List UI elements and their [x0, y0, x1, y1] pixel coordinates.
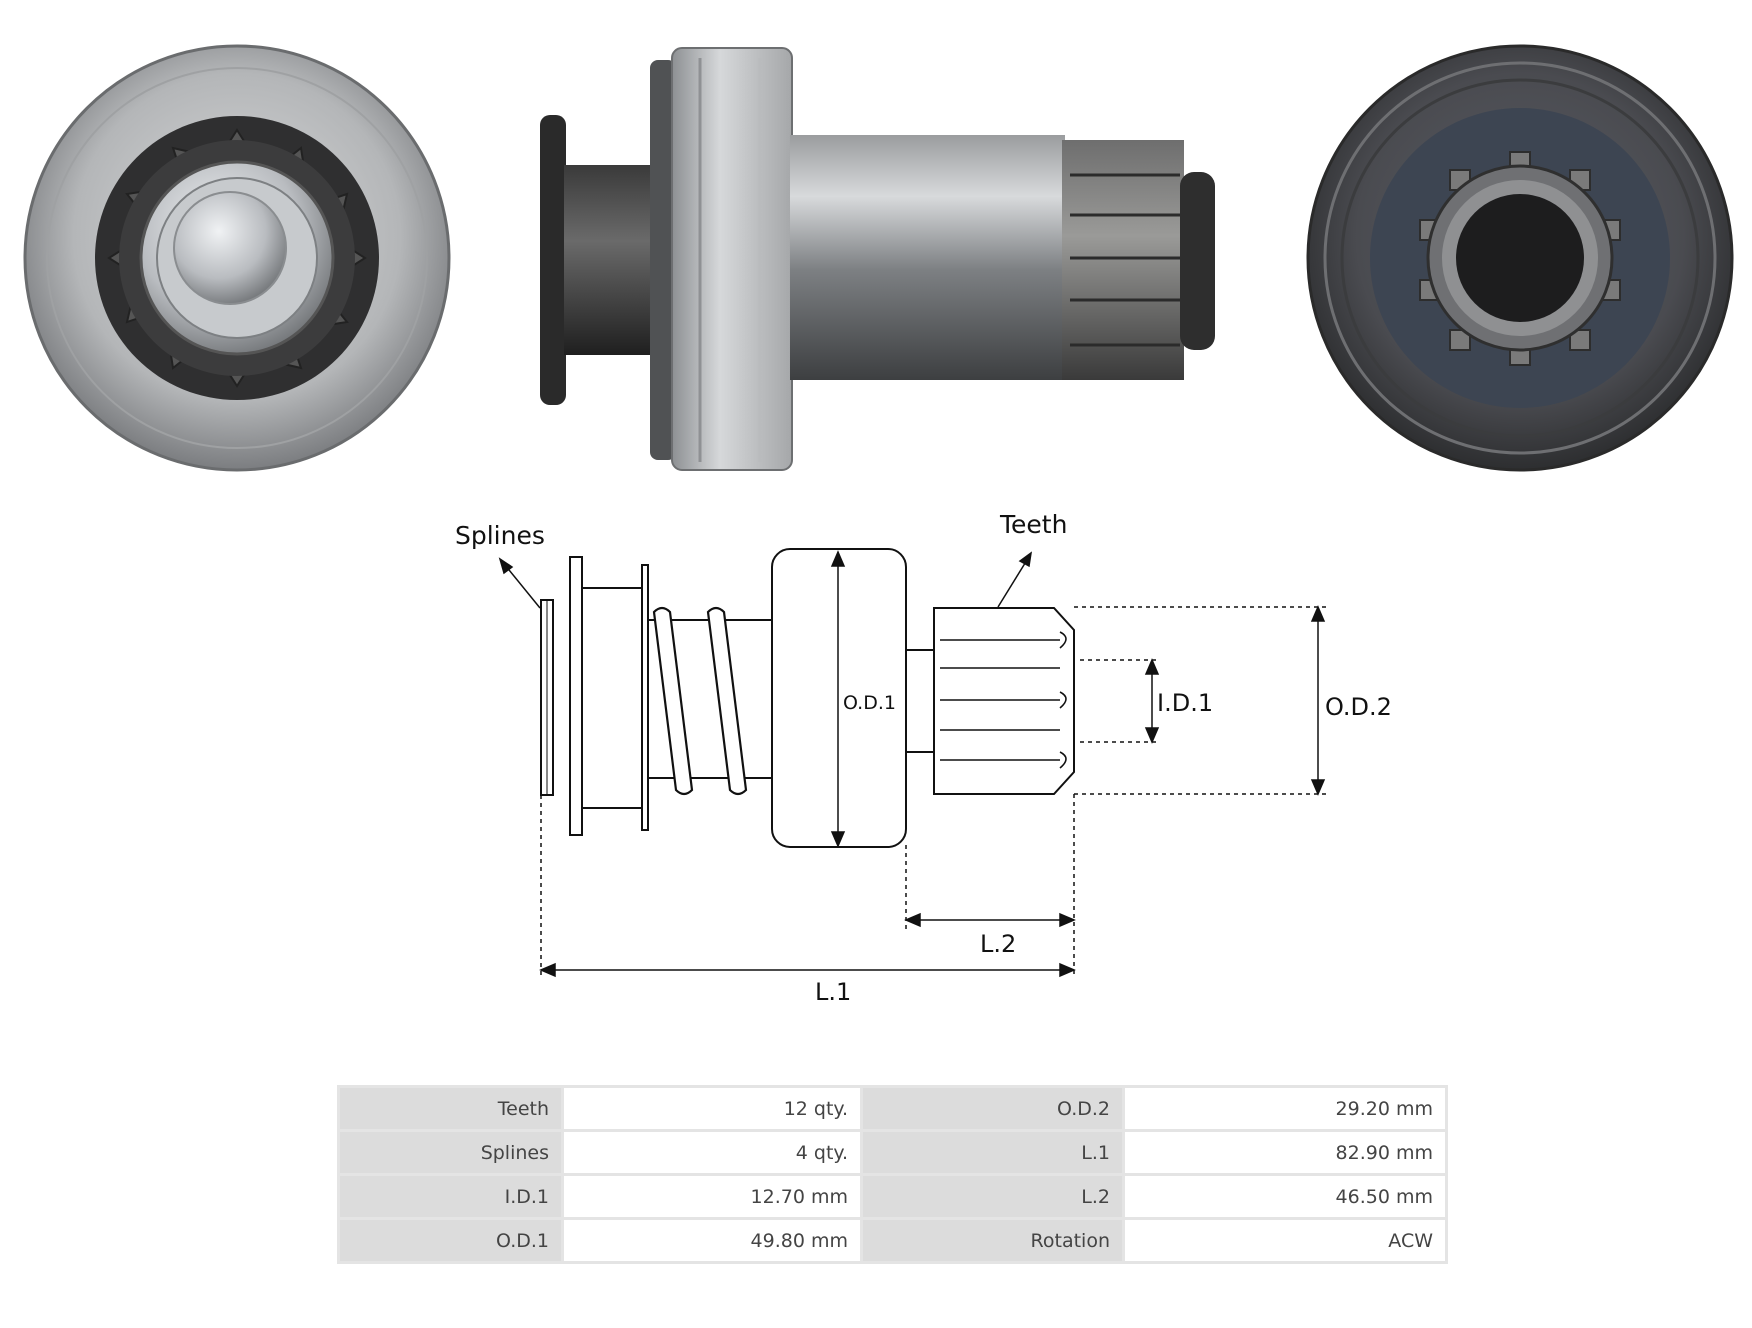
- spec-key: O.D.1: [340, 1220, 561, 1261]
- dimension-drawing: Splines Teeth O.D.1 O.D.2 I.D.1 L.2 L.1: [455, 510, 1392, 1006]
- flange-right: [641, 564, 649, 831]
- table-row: O.D.1 49.80 mm Rotation ACW: [340, 1220, 1445, 1261]
- flange-left: [569, 556, 583, 836]
- od1-label: O.D.1: [843, 692, 896, 714]
- spec-value: 12.70 mm: [564, 1176, 860, 1217]
- spec-key: Rotation: [863, 1220, 1122, 1261]
- spec-key: Splines: [340, 1132, 561, 1173]
- spec-value: 12 qty.: [564, 1088, 860, 1129]
- table-row: Splines 4 qty. L.1 82.90 mm: [340, 1132, 1445, 1173]
- table-row: I.D.1 12.70 mm L.2 46.50 mm: [340, 1176, 1445, 1217]
- side-view-photo: [540, 47, 1215, 471]
- spec-key: L.1: [863, 1132, 1122, 1173]
- spec-key: L.2: [863, 1176, 1122, 1217]
- sleeve: [581, 587, 645, 809]
- spec-value: 46.50 mm: [1125, 1176, 1445, 1217]
- id1-label: I.D.1: [1157, 689, 1213, 717]
- od2-label: O.D.2: [1325, 693, 1392, 721]
- spec-key: I.D.1: [340, 1176, 561, 1217]
- front-view-photo: [23, 44, 451, 472]
- spec-value: 49.80 mm: [564, 1220, 860, 1261]
- spring: [652, 606, 748, 796]
- spec-key: O.D.2: [863, 1088, 1122, 1129]
- l2-label: L.2: [980, 930, 1016, 958]
- rear-view-photo: [1306, 44, 1734, 472]
- specs-table: Teeth 12 qty. O.D.2 29.20 mm Splines 4 q…: [337, 1085, 1448, 1264]
- spec-value: 29.20 mm: [1125, 1088, 1445, 1129]
- product-photos: [23, 44, 1734, 472]
- spec-value: ACW: [1125, 1220, 1445, 1261]
- spec-value: 4 qty.: [564, 1132, 860, 1173]
- pinion-teeth: [933, 607, 1075, 795]
- splines-label: Splines: [455, 521, 545, 550]
- neck: [905, 649, 935, 753]
- table-row: Teeth 12 qty. O.D.2 29.20 mm: [340, 1088, 1445, 1129]
- teeth-label: Teeth: [999, 510, 1067, 539]
- l1-label: L.1: [815, 978, 851, 1006]
- spec-value: 82.90 mm: [1125, 1132, 1445, 1173]
- spec-key: Teeth: [340, 1088, 561, 1129]
